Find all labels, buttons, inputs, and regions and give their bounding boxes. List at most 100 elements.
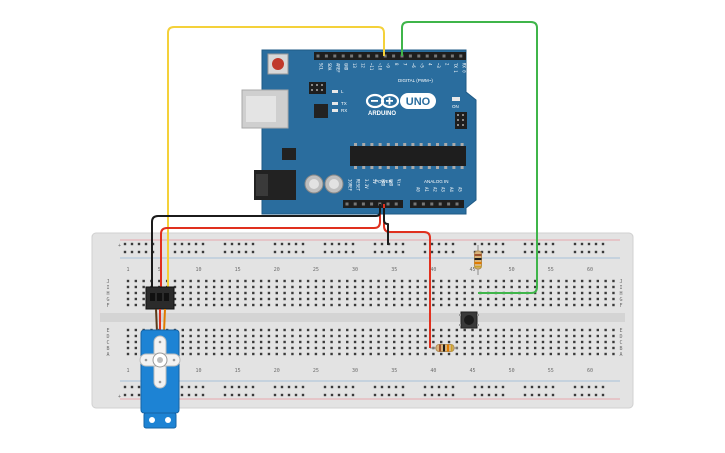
rail-hole[interactable]	[430, 242, 434, 246]
breadboard-hole[interactable]	[432, 334, 435, 338]
rail-hole[interactable]	[244, 242, 248, 246]
rail-hole[interactable]	[180, 393, 184, 397]
rail-hole[interactable]	[501, 250, 505, 254]
rail-hole[interactable]	[494, 385, 498, 389]
breadboard-hole[interactable]	[197, 297, 200, 301]
breadboard-hole[interactable]	[408, 291, 412, 295]
breadboard-hole[interactable]	[408, 297, 412, 301]
rail-hole[interactable]	[201, 250, 205, 254]
breadboard-hole[interactable]	[306, 297, 310, 301]
breadboard-hole[interactable]	[471, 297, 474, 301]
breadboard-hole[interactable]	[314, 291, 318, 295]
rail-hole[interactable]	[223, 242, 227, 246]
rail-hole[interactable]	[401, 385, 405, 389]
rail-hole[interactable]	[394, 385, 398, 389]
rail-hole[interactable]	[351, 250, 355, 254]
breadboard-hole[interactable]	[447, 285, 451, 289]
rail-hole[interactable]	[437, 242, 441, 246]
rail-hole[interactable]	[351, 393, 355, 397]
rail-hole[interactable]	[351, 385, 355, 389]
breadboard-hole[interactable]	[588, 328, 592, 332]
rail-hole[interactable]	[230, 385, 234, 389]
rail-hole[interactable]	[523, 242, 527, 246]
breadboard-hole[interactable]	[424, 352, 427, 356]
breadboard-hole[interactable]	[314, 346, 318, 350]
rail-hole[interactable]	[601, 385, 605, 389]
breadboard-hole[interactable]	[393, 346, 396, 350]
breadboard-hole[interactable]	[463, 303, 466, 307]
breadboard-hole[interactable]	[212, 352, 216, 356]
breadboard-hole[interactable]	[385, 352, 388, 356]
breadboard-hole[interactable]	[424, 303, 427, 307]
rail-hole[interactable]	[373, 393, 377, 397]
breadboard-hole[interactable]	[126, 352, 130, 356]
breadboard-hole[interactable]	[291, 328, 294, 332]
rail-hole[interactable]	[337, 250, 341, 254]
breadboard-hole[interactable]	[322, 279, 325, 283]
breadboard-hole[interactable]	[361, 297, 365, 301]
breadboard-hole[interactable]	[189, 285, 192, 289]
servo-motor[interactable]	[139, 286, 181, 429]
rail-hole[interactable]	[351, 242, 355, 246]
rail-hole[interactable]	[551, 250, 555, 254]
breadboard-hole[interactable]	[565, 297, 568, 301]
rail-hole[interactable]	[237, 250, 241, 254]
rail-hole[interactable]	[137, 250, 141, 254]
rail-hole[interactable]	[344, 250, 348, 254]
breadboard-hole[interactable]	[314, 352, 318, 356]
breadboard-hole[interactable]	[197, 334, 200, 338]
breadboard-hole[interactable]	[596, 340, 599, 344]
rail-hole[interactable]	[123, 242, 127, 246]
breadboard-hole[interactable]	[259, 334, 263, 338]
breadboard-hole[interactable]	[275, 346, 278, 350]
rail-hole[interactable]	[287, 250, 291, 254]
breadboard-hole[interactable]	[205, 303, 208, 307]
breadboard-hole[interactable]	[502, 346, 506, 350]
breadboard-hole[interactable]	[236, 352, 239, 356]
breadboard-hole[interactable]	[580, 297, 584, 301]
breadboard-hole[interactable]	[134, 334, 138, 338]
breadboard-hole[interactable]	[596, 297, 599, 301]
breadboard-hole[interactable]	[502, 340, 506, 344]
breadboard-hole[interactable]	[181, 291, 185, 295]
breadboard-hole[interactable]	[533, 340, 537, 344]
breadboard-hole[interactable]	[369, 297, 372, 301]
breadboard-hole[interactable]	[518, 303, 521, 307]
breadboard-hole[interactable]	[440, 297, 443, 301]
breadboard-hole[interactable]	[533, 279, 537, 283]
breadboard-hole[interactable]	[283, 352, 286, 356]
breadboard-hole[interactable]	[393, 285, 396, 289]
breadboard-hole[interactable]	[189, 334, 192, 338]
breadboard-hole[interactable]	[588, 285, 592, 289]
breadboard-hole[interactable]	[275, 285, 278, 289]
breadboard-hole[interactable]	[126, 285, 130, 289]
breadboard-hole[interactable]	[306, 334, 310, 338]
breadboard-hole[interactable]	[486, 334, 490, 338]
breadboard-hole[interactable]	[377, 291, 380, 295]
breadboard-hole[interactable]	[189, 328, 192, 332]
rail-hole[interactable]	[344, 242, 348, 246]
breadboard-hole[interactable]	[588, 297, 592, 301]
breadboard-hole[interactable]	[573, 340, 576, 344]
breadboard-hole[interactable]	[330, 352, 333, 356]
rail-hole[interactable]	[294, 393, 298, 397]
breadboard-hole[interactable]	[353, 328, 357, 332]
rail-hole[interactable]	[544, 250, 548, 254]
breadboard-hole[interactable]	[549, 297, 553, 301]
rail-hole[interactable]	[180, 385, 184, 389]
rail-hole[interactable]	[301, 242, 305, 246]
breadboard-hole[interactable]	[283, 328, 286, 332]
breadboard-hole[interactable]	[533, 352, 537, 356]
breadboard-hole[interactable]	[126, 334, 130, 338]
rail-hole[interactable]	[130, 385, 134, 389]
breadboard-hole[interactable]	[455, 303, 459, 307]
breadboard-hole[interactable]	[346, 291, 349, 295]
breadboard-hole[interactable]	[447, 297, 451, 301]
breadboard-hole[interactable]	[596, 346, 599, 350]
breadboard-hole[interactable]	[134, 352, 138, 356]
breadboard-hole[interactable]	[440, 334, 443, 338]
rail-hole[interactable]	[387, 393, 391, 397]
breadboard-hole[interactable]	[463, 291, 466, 295]
breadboard-hole[interactable]	[510, 352, 513, 356]
breadboard-hole[interactable]	[205, 285, 208, 289]
